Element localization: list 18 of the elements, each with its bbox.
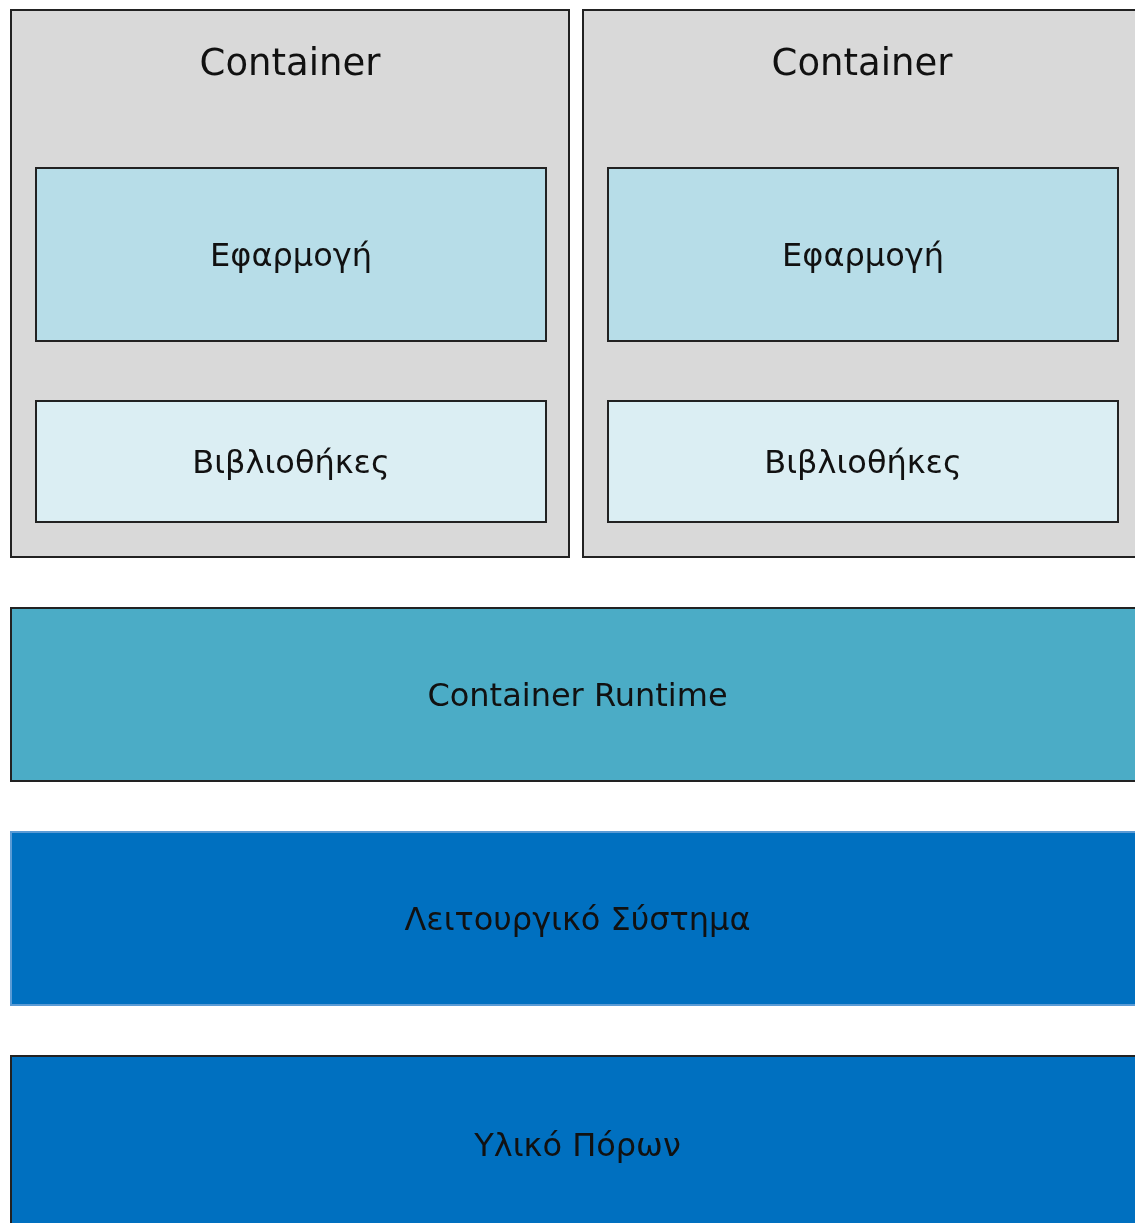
layer-label: Container Runtime [427, 675, 728, 714]
layer-label: Λειτουργικό Σύστημα [404, 899, 751, 938]
container-title: Container [199, 41, 381, 84]
layer-box [607, 167, 1119, 342]
container-box [582, 9, 1135, 558]
layer-box [10, 831, 1135, 1006]
layer-label: Βιβλιοθήκες [764, 442, 962, 481]
container-box [10, 9, 570, 558]
layer-label: Υλικό Πόρων [474, 1126, 681, 1164]
layer-label: Εφαρμογή [782, 235, 944, 274]
layer-label: Βιβλιοθήκες [192, 442, 390, 481]
layer-box [35, 400, 547, 523]
layer-box [607, 400, 1119, 523]
layer-box [35, 167, 547, 342]
layer-label: Εφαρμογή [210, 235, 372, 274]
layer-box [10, 1055, 1135, 1223]
layer-box [10, 607, 1135, 782]
container-title: Container [771, 41, 953, 84]
